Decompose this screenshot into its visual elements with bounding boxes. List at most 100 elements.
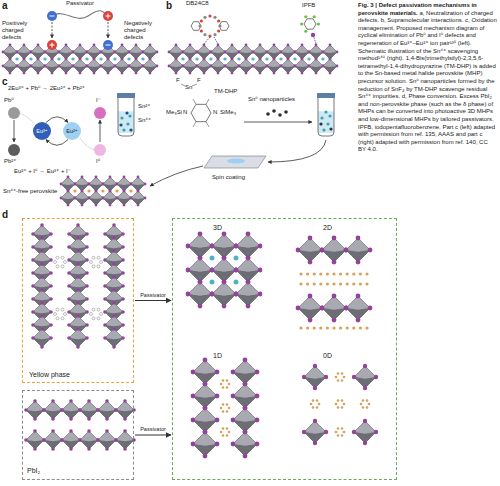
halide-atom xyxy=(123,399,127,403)
halide-atom xyxy=(67,258,71,262)
halide-atom xyxy=(76,288,80,292)
halide-atom xyxy=(96,438,100,442)
halide-atom xyxy=(191,442,196,447)
organic-atom xyxy=(92,317,95,320)
halide-atom xyxy=(86,51,89,54)
halide-atom xyxy=(103,336,107,340)
halide-atom xyxy=(308,51,311,54)
halide-atom xyxy=(222,232,227,237)
octahedron xyxy=(295,45,309,59)
halide-atom xyxy=(224,65,227,68)
halide-atom xyxy=(67,284,71,288)
halide-atom xyxy=(215,370,220,375)
halide-atom xyxy=(243,454,248,459)
organic-spacer xyxy=(332,326,335,329)
organic-atom xyxy=(54,313,57,316)
organic-spacer xyxy=(299,326,302,329)
halide-atom xyxy=(114,438,118,442)
octahedron xyxy=(295,59,309,73)
halide-atom xyxy=(203,382,208,387)
a-site-cation xyxy=(141,57,144,60)
halide-atom xyxy=(114,51,117,54)
halide-atom xyxy=(49,258,53,262)
halide-atom xyxy=(78,408,82,412)
halide-atom xyxy=(60,438,64,442)
halide-atom xyxy=(121,271,125,275)
halide-atom xyxy=(374,375,378,379)
halide-atom xyxy=(332,294,337,299)
halide-atom xyxy=(175,58,178,61)
halide-atom xyxy=(69,429,73,433)
halide-atom xyxy=(49,245,53,249)
reaction-link xyxy=(20,113,34,124)
halide-atom xyxy=(121,297,125,301)
reaction-link xyxy=(80,138,94,150)
halide-atom xyxy=(322,65,325,68)
halide-atom xyxy=(315,72,318,75)
organic-spacer xyxy=(359,272,362,275)
octahedron xyxy=(117,177,131,191)
halide-atom xyxy=(222,280,227,285)
halide-atom xyxy=(107,72,110,75)
organic-spacer xyxy=(306,282,309,285)
octahedron xyxy=(75,177,89,191)
crown-ether-atom xyxy=(203,33,206,36)
halide-atom xyxy=(69,417,73,421)
species-label: Pb²⁺ xyxy=(4,158,17,165)
organic-atom xyxy=(312,399,315,402)
organic-atom xyxy=(368,403,371,406)
halide-atom xyxy=(72,65,75,68)
plus-sign xyxy=(52,43,53,48)
halide-atom xyxy=(87,417,91,421)
tin-ion xyxy=(125,111,128,114)
halide-atom xyxy=(31,245,35,249)
organic-atom xyxy=(335,376,338,379)
halide-atom xyxy=(81,190,84,193)
organic-atom xyxy=(222,386,225,389)
halide-atom xyxy=(238,51,241,54)
halide-atom xyxy=(156,51,159,54)
octahedron xyxy=(44,401,62,419)
organic-atom xyxy=(310,403,313,406)
halide-atom xyxy=(324,430,328,434)
octahedron xyxy=(253,45,267,59)
halide-atom xyxy=(100,65,103,68)
halide-atom xyxy=(266,51,269,54)
halide-atom xyxy=(196,65,199,68)
halide-atom xyxy=(308,65,311,68)
organic-atom xyxy=(341,399,344,402)
halide-atom xyxy=(96,408,100,412)
organic-atom xyxy=(318,403,321,406)
halide-atom xyxy=(72,51,75,54)
bond xyxy=(206,99,209,104)
halide-atom xyxy=(49,310,53,314)
molecule-label: IPFB xyxy=(302,2,315,9)
octahedron xyxy=(143,59,157,73)
octahedron xyxy=(31,45,45,59)
organic-atom xyxy=(97,265,100,268)
organic-atom xyxy=(222,403,225,406)
halide-atom xyxy=(217,58,220,61)
halide-atom xyxy=(51,58,54,61)
halide-atom xyxy=(234,244,239,249)
octahedron xyxy=(267,45,281,59)
organic-spacer xyxy=(319,326,322,329)
halide-atom xyxy=(109,204,112,207)
arrow xyxy=(14,120,15,142)
a-site-cation xyxy=(279,57,282,60)
halide-atom xyxy=(308,260,313,265)
halide-atom xyxy=(42,408,46,412)
halide-atom xyxy=(280,65,283,68)
halide-atom xyxy=(313,364,317,368)
octahedron xyxy=(169,59,183,73)
octahedron xyxy=(354,421,376,443)
halide-atom xyxy=(320,306,325,311)
halide-atom xyxy=(86,65,89,68)
halide-atom xyxy=(81,190,84,193)
halide-atom xyxy=(44,51,47,54)
halide-atom xyxy=(332,318,337,323)
crown-ether-atom xyxy=(217,29,220,32)
halide-atom xyxy=(203,58,206,61)
halide-atom xyxy=(85,258,89,262)
octahedron xyxy=(61,177,75,191)
